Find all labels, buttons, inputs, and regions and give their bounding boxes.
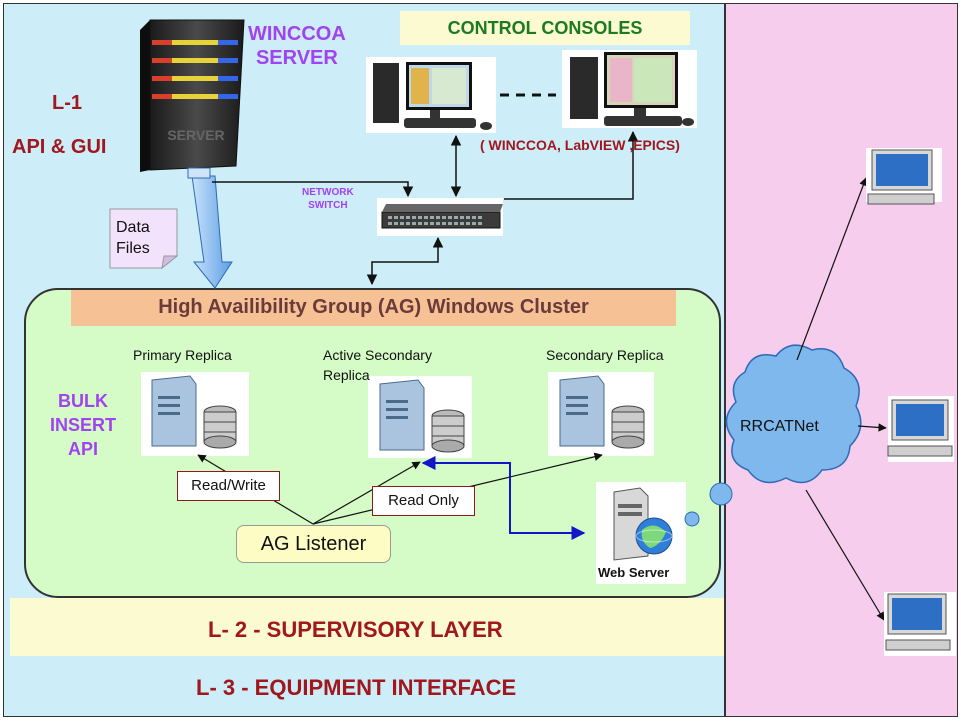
read-write-label: Read/Write	[177, 471, 280, 501]
connector-bubble-small	[684, 511, 700, 527]
primary-replica-label: Primary Replica	[133, 347, 232, 363]
control-consoles-title: CONTROL CONSOLES	[447, 18, 643, 38]
client-computer-3-icon	[884, 592, 956, 656]
ag-title-bar	[71, 290, 676, 326]
bulk-line3: API	[68, 439, 99, 459]
server-case-text: SERVER	[167, 127, 224, 143]
web-server-icon	[596, 482, 686, 584]
secondary-replica-server-icon	[548, 372, 654, 456]
rrcatnet-cloud-icon	[725, 344, 862, 484]
read-only-label: Read Only	[372, 486, 475, 516]
network-switch-line2: SWITCH	[308, 200, 348, 211]
primary-replica-server-icon	[141, 372, 249, 456]
client-links	[796, 177, 887, 621]
web-server-link	[421, 456, 586, 540]
switch-connections	[212, 130, 639, 286]
winccoa-server-label: WINCCOA SERVER	[248, 22, 346, 70]
data-files-line1: Data	[116, 219, 150, 236]
connector-bubble-large	[709, 482, 733, 506]
client-computer-1-icon	[866, 148, 942, 205]
control-consoles-subtitle: ( WINCCOA, LabVIEW ,EPICS)	[480, 137, 680, 153]
client-computer-2-icon	[887, 396, 954, 462]
bulk-insert-api-label: BULK INSERT API	[50, 389, 116, 461]
control-consoles-banner	[400, 11, 690, 45]
winccoa-server-line1: WINCCOA	[248, 23, 346, 45]
console-computer-1-icon	[366, 57, 496, 133]
active-secondary-server-icon	[368, 376, 472, 458]
network-switch-line1: NETWORK	[302, 187, 354, 198]
rrcatnet-label: RRCATNet	[740, 418, 819, 435]
api-gui-label: API & GUI	[12, 136, 107, 158]
network-switch-icon	[377, 198, 503, 236]
bulk-line2: INSERT	[50, 415, 117, 435]
console-computer-2-icon	[562, 50, 697, 128]
web-server-label: Web Server	[598, 565, 670, 580]
supervisory-band	[10, 598, 724, 656]
ag-listener-box: AG Listener	[236, 525, 391, 563]
active-secondary-line2: Replica	[323, 367, 370, 383]
data-files-label: Data Files	[116, 217, 150, 259]
active-secondary-line1: Active Secondary	[323, 347, 432, 363]
layer-2-label: L- 2 - SUPERVISORY LAYER	[208, 617, 503, 642]
winccoa-server-icon: SERVER	[140, 19, 245, 172]
layer-3-label: L- 3 - EQUIPMENT INTERFACE	[196, 675, 517, 700]
data-flow-arrow	[191, 175, 233, 289]
winccoa-server-line2: SERVER	[255, 47, 338, 69]
layer-1-label: L-1	[52, 92, 82, 114]
network-switch-label: NETWORK SWITCH	[302, 186, 354, 212]
secondary-replica-label: Secondary Replica	[546, 347, 664, 363]
ag-cluster-title: High Availibility Group (AG) Windows Clu…	[158, 296, 589, 318]
data-files-line2: Files	[116, 240, 150, 257]
active-secondary-label: Active Secondary Replica	[323, 345, 432, 385]
bulk-line1: BULK	[58, 391, 108, 411]
